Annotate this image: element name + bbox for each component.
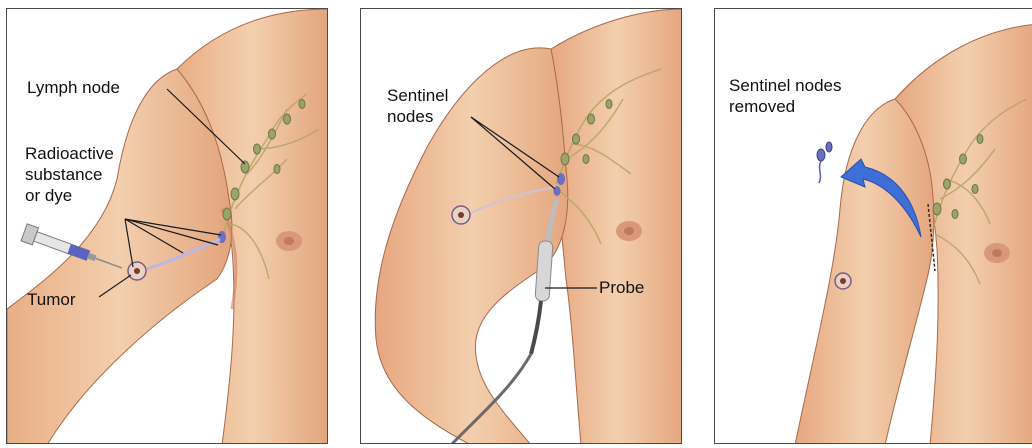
panel-probe: Sentinel nodes Probe [360,8,682,444]
arm [795,99,934,444]
panel-injection-illustration [7,9,328,444]
dyed-node [218,231,226,243]
panel-injection: Lymph node Radioactive substance or dye … [6,8,328,444]
label-tumor: Tumor [27,289,76,310]
label-radioactive-substance: Radioactive substance or dye [25,143,114,206]
label-sentinel-nodes: Sentinel nodes [387,85,448,127]
arm [7,69,232,444]
panel-removal: Sentinel nodes removed [714,8,1032,444]
label-sentinel-nodes-removed: Sentinel nodes removed [729,75,841,117]
removed-nodes [817,142,832,183]
panel-probe-illustration [361,9,682,444]
sentinel-node-1 [557,173,565,185]
label-lymph-node: Lymph node [27,77,120,98]
torso [551,9,682,444]
label-probe: Probe [599,277,644,298]
